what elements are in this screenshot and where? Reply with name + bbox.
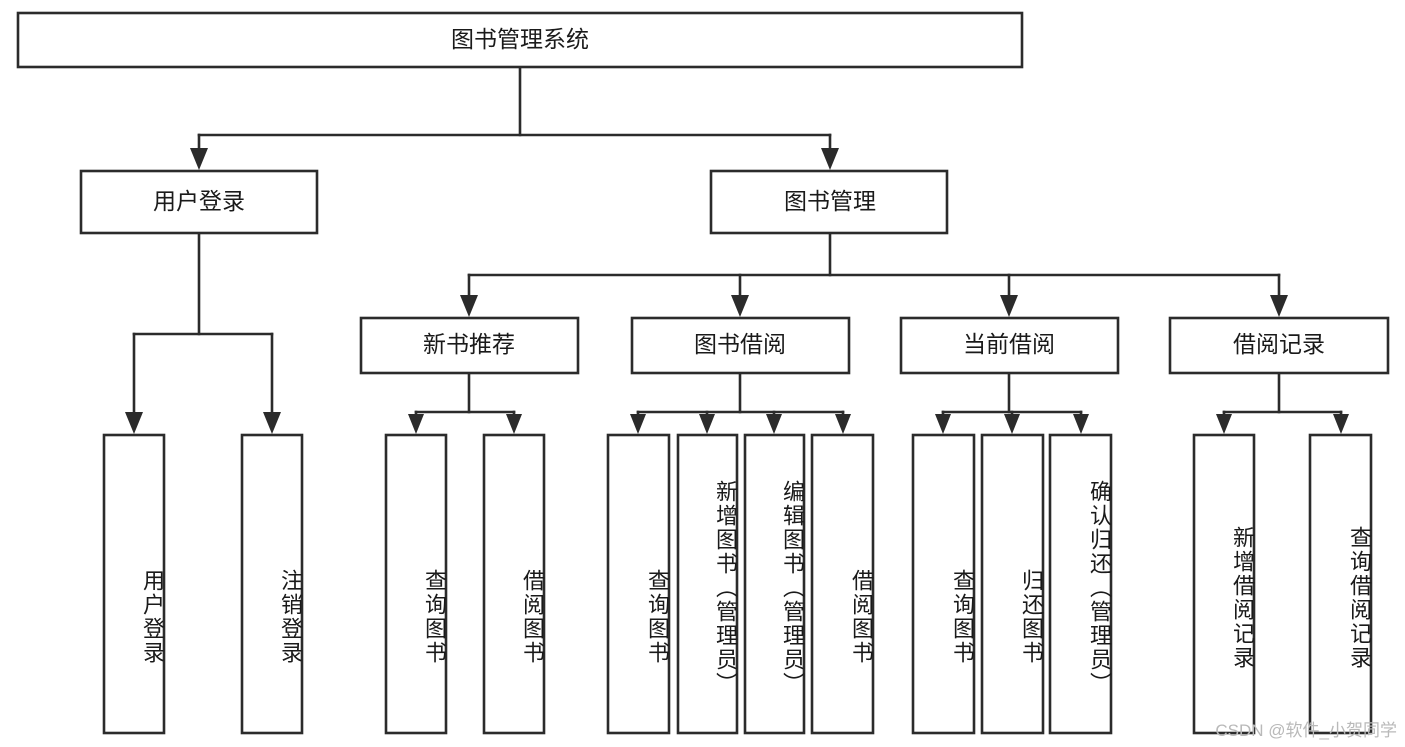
arrow-head-icon (263, 412, 281, 434)
node-borrow-record[interactable]: 借阅记录 (1168, 316, 1390, 375)
node-book-borrow-box[interactable] (630, 316, 851, 375)
csdn-watermark: CSDN @软件_小贺同学 (1215, 721, 1397, 740)
node-leaf-borrow-book-2-box[interactable] (810, 433, 875, 735)
node-leaf-query-book-1-box[interactable] (384, 433, 448, 735)
node-leaf-query-record-box[interactable] (1308, 433, 1373, 735)
node-user-login-label: 用户登录 (153, 188, 245, 214)
node-new-book-recommend[interactable]: 新书推荐 (359, 316, 580, 375)
node-leaf-add-book-box[interactable] (676, 433, 739, 735)
node-leaf-add-record-box[interactable] (1192, 433, 1256, 735)
node-current-borrow-label: 当前借阅 (963, 331, 1055, 357)
node-borrow-record-label: 借阅记录 (1233, 331, 1325, 357)
connector-group-new-book (408, 371, 522, 434)
arrow-head-icon (731, 295, 749, 317)
arrow-head-icon (1270, 295, 1288, 317)
node-user-login-box[interactable] (79, 169, 319, 235)
arrow-head-icon (1216, 414, 1232, 434)
node-root-label: 图书管理系统 (451, 26, 589, 52)
arrow-head-icon (125, 412, 143, 434)
node-leaf-logout-box[interactable] (240, 433, 304, 735)
arrow-head-icon (190, 148, 208, 170)
connector-group-root (190, 65, 839, 170)
node-leaf-return-book-box[interactable] (980, 433, 1045, 735)
connector-group-current-borrow (935, 371, 1089, 434)
node-borrow-record-box[interactable] (1168, 316, 1390, 375)
arrow-head-icon (1000, 295, 1018, 317)
node-book-manage-box[interactable] (709, 169, 949, 235)
connector-group-user-login (125, 231, 281, 434)
node-leaf-user-login-box[interactable] (102, 433, 166, 735)
node-leaf-confirm-return-box[interactable] (1048, 433, 1113, 735)
node-new-book-recommend-label: 新书推荐 (423, 331, 515, 357)
node-book-manage-label: 图书管理 (784, 188, 876, 214)
arrow-head-icon (506, 414, 522, 434)
arrow-head-icon (1073, 414, 1089, 434)
arrow-head-icon (699, 414, 715, 434)
node-user-login[interactable]: 用户登录 (79, 169, 319, 235)
arrow-head-icon (1333, 414, 1349, 434)
node-current-borrow[interactable]: 当前借阅 (899, 316, 1120, 375)
arrow-head-icon (766, 414, 782, 434)
node-leaf-query-book-3-box[interactable] (911, 433, 976, 735)
node-new-book-recommend-box[interactable] (359, 316, 580, 375)
node-leaf-edit-book-box[interactable] (743, 433, 806, 735)
connector-group-book-borrow (630, 371, 851, 434)
arrow-head-icon (935, 414, 951, 434)
arrow-head-icon (1004, 414, 1020, 434)
node-book-borrow[interactable]: 图书借阅 (630, 316, 851, 375)
connector-group-book-manage (460, 231, 1288, 317)
node-leaf-borrow-book-1-box[interactable] (482, 433, 546, 735)
node-root[interactable]: 图书管理系统 (16, 11, 1024, 69)
arrow-head-icon (460, 295, 478, 317)
node-root-box[interactable] (16, 11, 1024, 69)
arrow-head-icon (821, 148, 839, 170)
arrow-head-icon (630, 414, 646, 434)
node-leaf-query-book-2-box[interactable] (606, 433, 671, 735)
arrow-head-icon (835, 414, 851, 434)
arrow-head-icon (408, 414, 424, 434)
connector-group-borrow-record (1216, 371, 1349, 434)
node-current-borrow-box[interactable] (899, 316, 1120, 375)
node-book-manage[interactable]: 图书管理 (709, 169, 949, 235)
node-book-borrow-label: 图书借阅 (694, 331, 786, 357)
